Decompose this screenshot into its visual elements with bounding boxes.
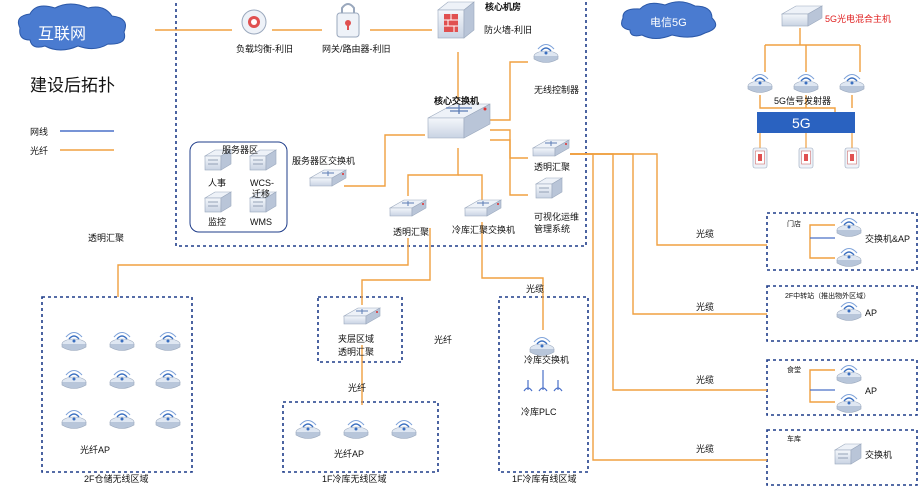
canteen-ap-1-icon [836, 364, 862, 385]
ops-system-label-1: 可视化运维 [534, 211, 579, 222]
zone-canteen-box [766, 359, 918, 416]
wireless-controller-icon [533, 43, 559, 64]
garage-device-label: 交换机 [865, 449, 892, 460]
f1-cold-wired-title: 1F冷库有线区域 [512, 473, 577, 484]
fiveg-banner-label: 5G [792, 115, 811, 131]
f1-cold-wireless-title: 1F冷库无线区域 [322, 473, 387, 484]
server-zone-switch-icon [309, 169, 347, 187]
ops-system-icon [535, 177, 563, 199]
store-title: 门店 [787, 219, 801, 228]
gateway-router-icon [336, 3, 360, 38]
zone-store-box [766, 212, 918, 271]
legend-fiber-label: 光纤 [30, 145, 48, 156]
internet-label: 互联网 [38, 25, 86, 43]
transfer-device-label: AP [865, 308, 877, 318]
store-device-1-icon [836, 217, 862, 238]
cold-plc-icon [523, 387, 563, 392]
cold-switch-icon [529, 336, 555, 357]
transparent-agg-left-label: 透明汇聚 [393, 227, 429, 237]
zone-2f-storage-box [41, 296, 193, 473]
zone-garage-box [766, 429, 918, 486]
fiveg-ap-1-icon [747, 73, 773, 94]
server-zone-box [189, 141, 288, 233]
telecom-label: 电信5G [650, 16, 687, 29]
firewall-icon [437, 1, 475, 39]
store-device-label: 交换机&AP [865, 233, 910, 244]
mezzanine-switch-icon [343, 307, 381, 325]
garage-switch-icon [834, 443, 862, 465]
internet-cloud [17, 3, 126, 51]
page-title: 建设后拓扑 [30, 76, 115, 95]
f1-cold-ap-row [295, 419, 417, 440]
cold-storage-agg-icon [464, 199, 502, 217]
fiveg-host-label: 5G光电混合主机 [825, 13, 891, 24]
core-room-title: 核心机房 [485, 1, 521, 12]
cold-plc-label: 冷库PLC [521, 406, 557, 417]
core-switch-icon [427, 103, 491, 139]
garage-title: 车库 [787, 434, 801, 443]
server-hr-label: 人事 [208, 177, 226, 188]
server-wcs-label: WCS- [250, 178, 274, 188]
fiber-label-1: 光缆 [696, 228, 714, 239]
cold-switch-label: 冷库交换机 [524, 354, 569, 365]
load-balancer-icon [241, 9, 267, 35]
canteen-ap-2-icon [836, 393, 862, 414]
server-zone-switch-label: 服务器区交换机 [292, 155, 355, 166]
fiveg-host-icon [780, 5, 824, 27]
cold-storage-agg-label: 冷库汇聚交换机 [452, 224, 515, 235]
zone-1f-cold-wireless-box [282, 401, 439, 473]
mezzanine-label-2: 透明汇聚 [338, 347, 374, 357]
transfer-ap-icon [836, 301, 862, 322]
fiber-label-3: 光缆 [696, 374, 714, 385]
f2-ap-grid [61, 331, 181, 430]
server-monitor-icon [204, 191, 232, 213]
core-switch-label: 核心交换机 [434, 95, 479, 106]
fiber-label-cold: 光缆 [526, 283, 544, 294]
fiber-label-4: 光缆 [696, 443, 714, 454]
fiber-label-2: 光缆 [696, 301, 714, 312]
f2-storage-title: 2F仓储无线区域 [84, 473, 149, 484]
ops-system-label-2: 管理系统 [534, 223, 570, 234]
f1-cold-ap-label: 光纤AP [334, 448, 364, 459]
server-zone-title: 服务器区 [222, 144, 258, 155]
f2-ap-label: 光纤AP [80, 444, 110, 455]
transparent-agg-core-icon [532, 139, 570, 157]
fiber-label-mid: 光纤 [434, 334, 452, 345]
wireless-controller-label: 无线控制器 [534, 84, 579, 95]
transparent-agg-left-icon [389, 199, 427, 217]
canteen-device-label: AP [865, 386, 877, 396]
firewall-label: 防火墙-利旧 [484, 24, 532, 35]
fiveg-ap-3-icon [839, 73, 865, 94]
fiber-label-mid2: 光纤 [348, 382, 366, 393]
zone-mezzanine-box [317, 296, 403, 363]
gateway-router-label: 网关/路由器-利旧 [322, 43, 391, 54]
transparent-agg-core-label: 透明汇聚 [534, 162, 570, 172]
server-wms-label: WMS [250, 217, 272, 227]
fiveg-phone-1-icon [752, 147, 768, 169]
telecom-cloud [621, 1, 717, 39]
fiveg-ap-2-icon [793, 73, 819, 94]
transfer-title: 2F中转站（推出物外区域） [785, 291, 870, 300]
server-wcs-label-2: 迁移 [252, 188, 270, 199]
server-monitor-label: 监控 [208, 216, 226, 227]
load-balancer-label: 负载均衡-利旧 [236, 43, 293, 54]
fiveg-phone-3-icon [844, 147, 860, 169]
fiveg-transmitter-label: 5G信号发射器 [774, 95, 831, 106]
transparent-agg-outside-label: 透明汇聚 [88, 233, 124, 243]
zone-transfer-box [766, 285, 918, 342]
fiveg-phone-2-icon [798, 147, 814, 169]
core-room-box [175, 0, 587, 247]
canteen-title: 食堂 [787, 365, 801, 374]
fiber-lines [117, 28, 861, 461]
fiveg-banner [757, 112, 855, 133]
store-device-2-icon [836, 247, 862, 268]
legend-network-label: 网线 [30, 126, 48, 137]
mezzanine-label-1: 夹层区域 [338, 333, 374, 344]
